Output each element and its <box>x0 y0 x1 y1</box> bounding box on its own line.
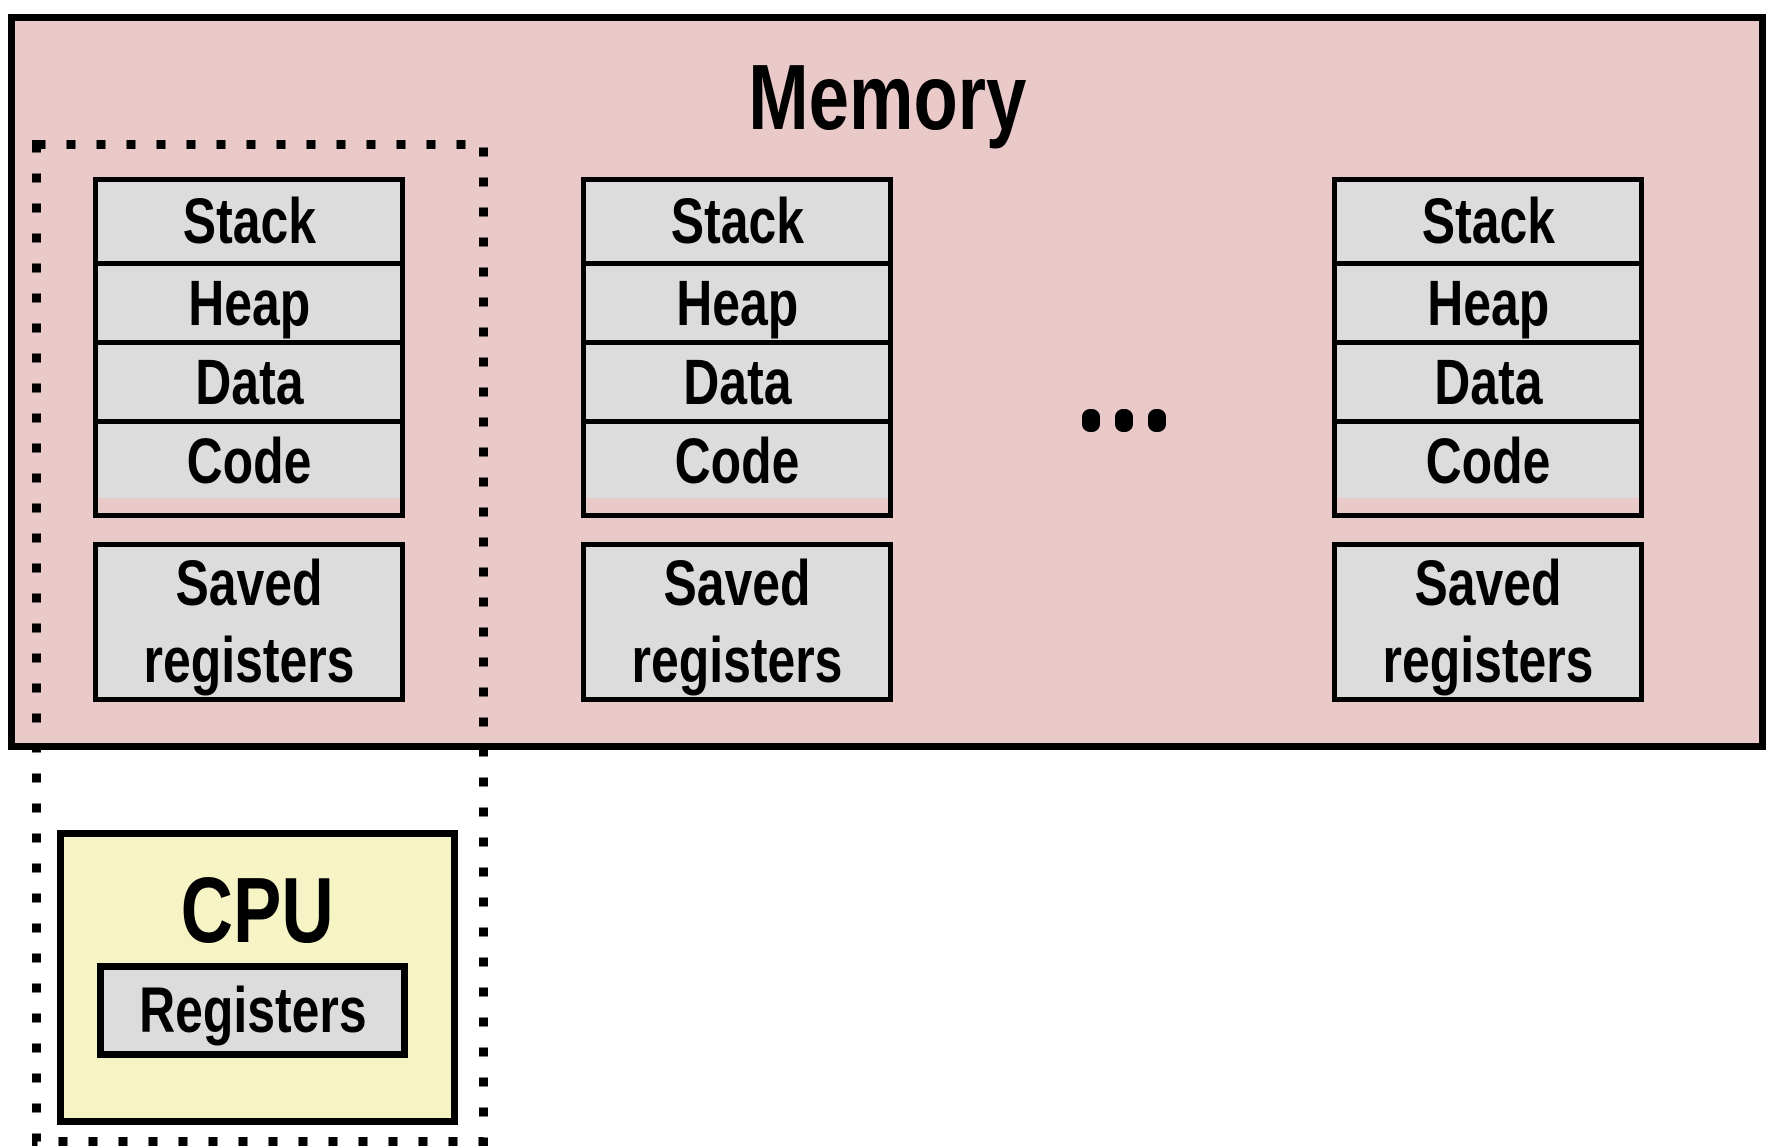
cpu-title-text: CPU <box>180 858 335 962</box>
memory-title: Memory <box>15 51 1759 144</box>
cpu-title: CPU <box>64 864 451 957</box>
memory-title-text: Memory <box>747 45 1027 149</box>
registers-label: Registers <box>138 974 367 1047</box>
registers-box: Registers <box>97 963 408 1058</box>
ellipsis-dot <box>1082 409 1100 432</box>
ellipsis-dot <box>1148 409 1166 432</box>
more-processes-ellipsis <box>1082 409 1166 432</box>
ellipsis-dot <box>1115 409 1133 432</box>
